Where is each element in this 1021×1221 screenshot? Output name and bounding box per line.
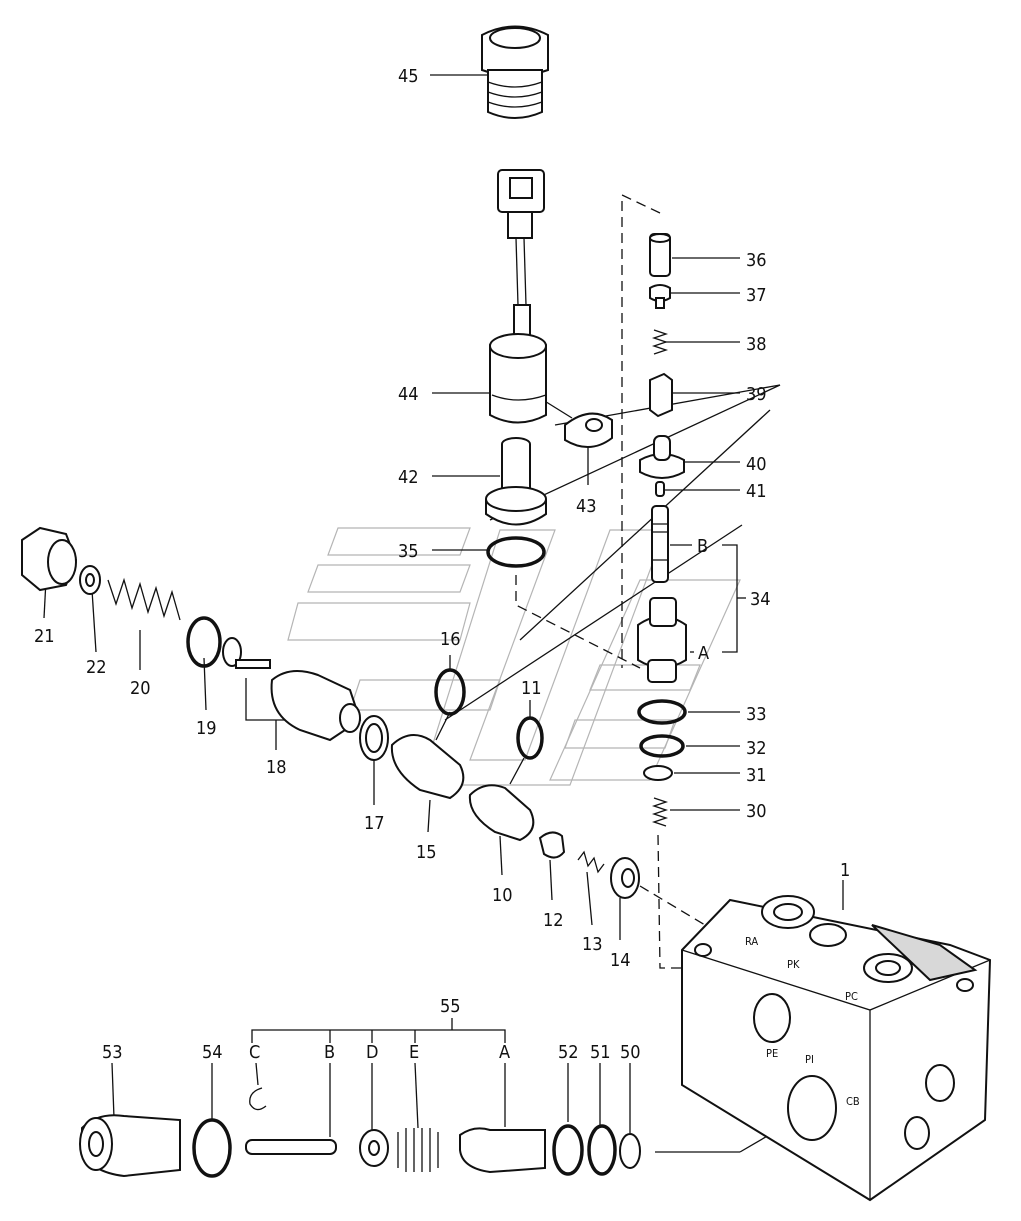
- port-mark-pc: PC: [845, 990, 858, 1003]
- label-10: 10: [492, 885, 513, 906]
- label-e: E: [409, 1042, 419, 1063]
- label-11: 11: [521, 678, 542, 699]
- label-51: 51: [590, 1042, 611, 1063]
- label-39: 39: [746, 384, 767, 405]
- right-stack-parts: [637, 233, 687, 683]
- part-30-spring: [651, 797, 669, 827]
- label-13: 13: [582, 934, 603, 955]
- label-c: C: [249, 1042, 260, 1063]
- part-35-o-ring: [486, 536, 546, 568]
- label-19: 19: [196, 718, 217, 739]
- bottom-assembly-parts: [79, 1087, 641, 1178]
- label-b-upper: B: [697, 536, 708, 557]
- part-44-solenoid: [489, 169, 547, 424]
- port-mark-pi: PI: [805, 1053, 814, 1066]
- label-12: 12: [543, 910, 564, 931]
- label-31: 31: [746, 765, 767, 786]
- label-40: 40: [746, 454, 767, 475]
- label-34: 34: [750, 589, 771, 610]
- label-53: 53: [102, 1042, 123, 1063]
- part-43-plate: [564, 412, 613, 448]
- label-20: 20: [130, 678, 151, 699]
- label-45: 45: [398, 66, 419, 87]
- label-18: 18: [266, 757, 287, 778]
- label-a-lower: A: [499, 1042, 510, 1063]
- label-37: 37: [746, 285, 767, 306]
- label-54: 54: [202, 1042, 223, 1063]
- label-50: 50: [620, 1042, 641, 1063]
- label-41: 41: [746, 481, 767, 502]
- label-36: 36: [746, 250, 767, 271]
- port-mark-pe: PE: [766, 1047, 778, 1060]
- label-42: 42: [398, 467, 419, 488]
- label-35: 35: [398, 541, 419, 562]
- label-b-lower: B: [324, 1042, 335, 1063]
- label-17: 17: [364, 813, 385, 834]
- label-16: 16: [440, 629, 461, 650]
- label-d: D: [366, 1042, 378, 1063]
- label-30: 30: [746, 801, 767, 822]
- assembly-lines: [444, 193, 781, 969]
- part-42-core: [485, 437, 547, 526]
- part-45-plug: [481, 25, 549, 119]
- label-14: 14: [610, 950, 631, 971]
- label-22: 22: [86, 657, 107, 678]
- label-52: 52: [558, 1042, 579, 1063]
- port-mark-ra: RA: [745, 935, 758, 948]
- part-33-o-ring: [637, 699, 687, 725]
- part-31-o-ring: [643, 765, 673, 781]
- part-1-valve-body: [681, 895, 992, 1202]
- port-marks: RA PK PC PE PI CB: [745, 935, 860, 1108]
- port-mark-cb: CB: [846, 1095, 860, 1108]
- label-38: 38: [746, 334, 767, 355]
- label-21: 21: [34, 626, 55, 647]
- label-43: 43: [576, 496, 597, 517]
- label-55: 55: [440, 996, 461, 1017]
- part-32-o-ring: [639, 734, 685, 758]
- label-33: 33: [746, 704, 767, 725]
- label-1: 1: [840, 860, 850, 881]
- label-44: 44: [398, 384, 419, 405]
- part-labels: 45 44 43 42 36 37 38 39 40 41 B 34 A 35 …: [34, 66, 850, 1063]
- label-a-upper: A: [698, 643, 709, 664]
- left-chain-parts: [21, 526, 640, 899]
- port-mark-pk: PK: [787, 958, 800, 971]
- label-32: 32: [746, 738, 767, 759]
- label-15: 15: [416, 842, 437, 863]
